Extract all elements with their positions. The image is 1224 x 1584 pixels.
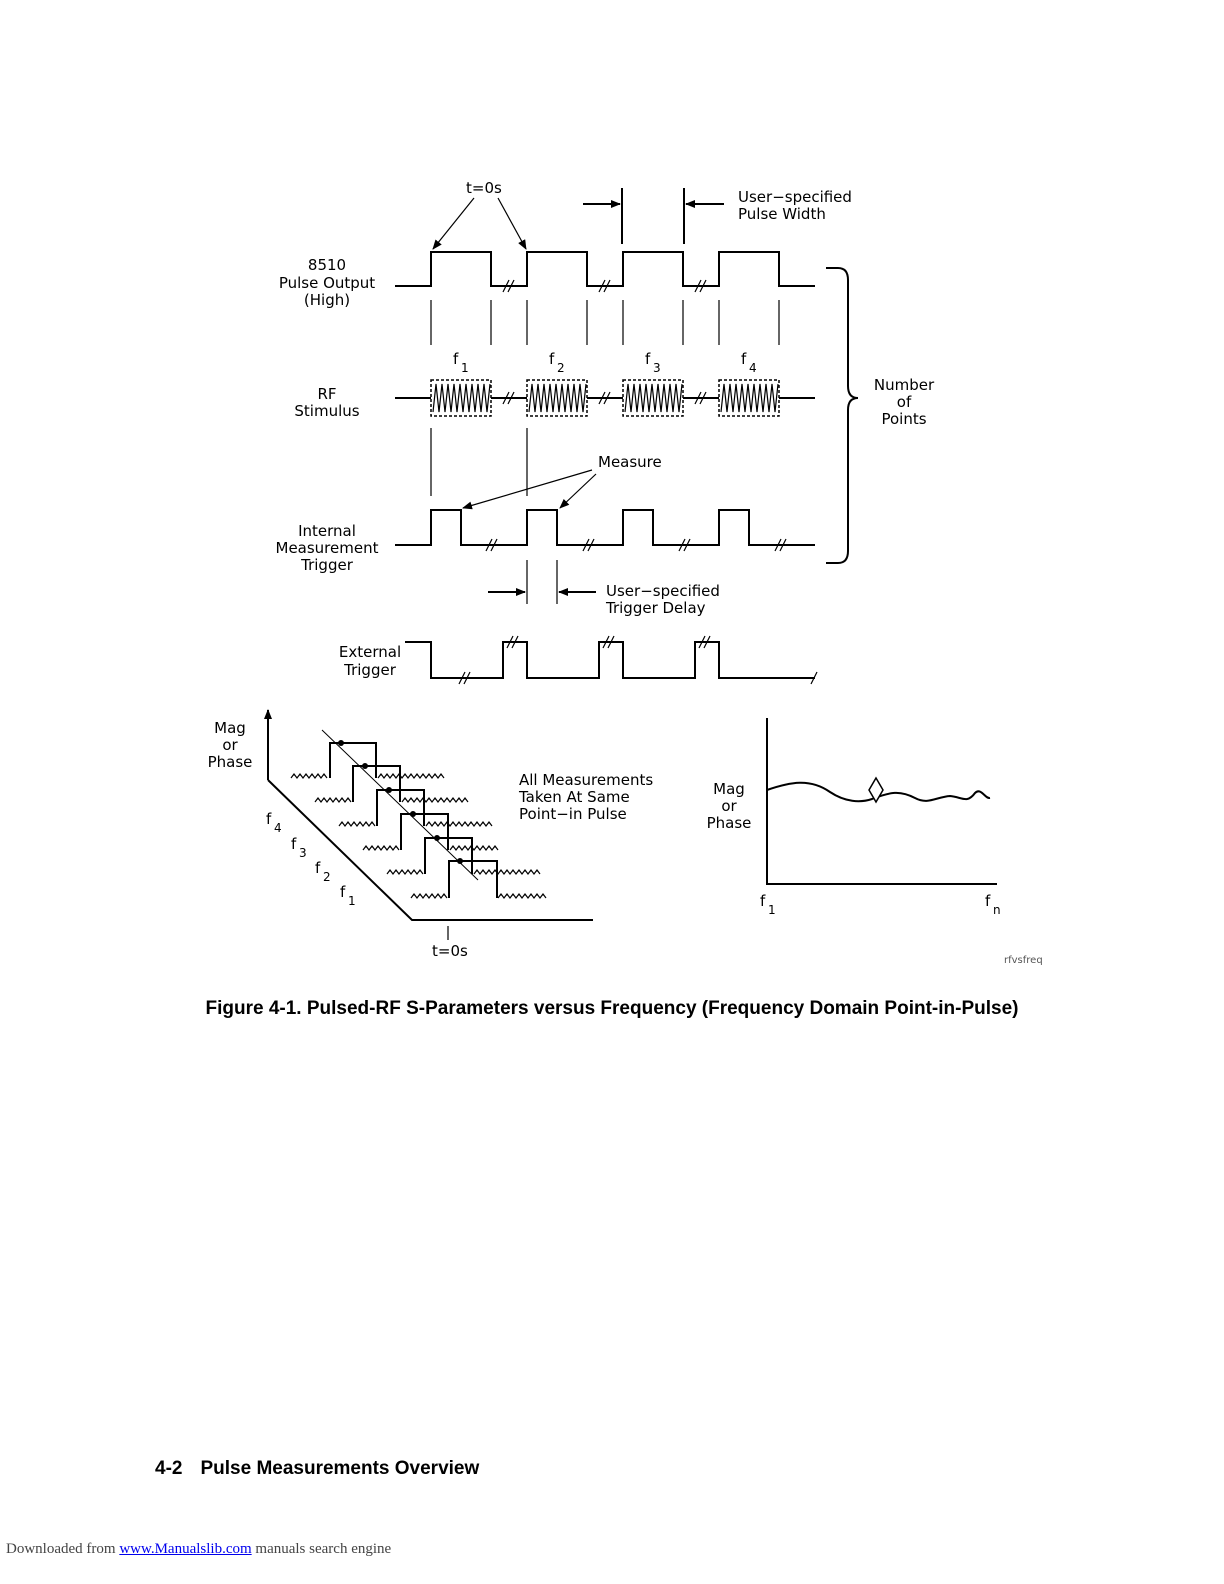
internal-trigger-label-2: Measurement	[276, 539, 379, 557]
pulse-output-label-3: (High)	[304, 291, 350, 309]
left-plot-f1: f	[340, 883, 346, 901]
pulse-width-label-1: User−specified	[738, 188, 852, 206]
rf-stimulus-label-2: Stimulus	[294, 402, 359, 420]
measure-arrow-1	[462, 469, 593, 510]
freq-label-2: f	[549, 350, 555, 368]
freq-label-1: f	[453, 350, 459, 368]
left-plot-f4-sub: 4	[274, 821, 282, 835]
freq-label-4: f	[741, 350, 747, 368]
number-of-points-label-2: of	[897, 393, 912, 411]
left-plot-f2: f	[315, 859, 321, 877]
figure-caption: Figure 4-1. Pulsed-RF S-Parameters versu…	[205, 998, 1019, 1019]
left-plot-f3: f	[291, 835, 297, 853]
download-note: Downloaded from www.Manualslib.com manua…	[6, 1541, 391, 1558]
t0-label-bottom: t=0s	[432, 942, 468, 960]
freq-label-3: f	[645, 350, 651, 368]
internal-trigger-label-3: Trigger	[300, 556, 354, 574]
measure-arrow-2	[559, 473, 597, 509]
number-of-points-brace	[826, 267, 859, 564]
left-plot-f1-sub: 1	[348, 894, 356, 908]
right-plot-f1-label: f	[760, 892, 766, 910]
rf-stimulus-waveform	[395, 379, 815, 417]
internal-trigger-waveform	[395, 509, 815, 546]
rf-stimulus-label-1: RF	[317, 385, 336, 403]
left-plot-staircase	[290, 729, 547, 899]
number-of-points-label-3: Points	[881, 410, 926, 428]
left-plot-f2-sub: 2	[323, 870, 331, 884]
right-plot-fn-label: f	[985, 892, 991, 910]
same-point-label-2: Taken At Same	[518, 788, 630, 806]
download-suffix: manuals search engine	[251, 1541, 392, 1557]
left-plot-f4: f	[266, 810, 272, 828]
guide-lines	[430, 300, 780, 604]
left-plot-mag-label-1: Mag	[214, 719, 246, 737]
right-plot-mag-label-2: or	[721, 797, 737, 815]
right-plot-trace	[766, 781, 991, 803]
external-trigger-label-2: Trigger	[343, 661, 397, 679]
trigger-delay-label-2: Trigger Delay	[605, 599, 706, 617]
left-plot-f3-sub: 3	[299, 846, 307, 860]
right-plot-marker	[868, 776, 884, 804]
measure-label: Measure	[598, 453, 662, 471]
pulse-output-waveform	[395, 251, 815, 287]
pulse-output-label-2: Pulse Output	[279, 274, 375, 292]
number-of-points-label-1: Number	[874, 376, 935, 394]
t0-label-top: t=0s	[466, 179, 502, 197]
external-trigger-label-1: External	[339, 643, 401, 661]
right-plot-mag-label-1: Mag	[713, 780, 745, 798]
same-point-label-3: Point−in Pulse	[519, 805, 627, 823]
download-prefix: Downloaded from	[6, 1541, 120, 1557]
right-plot-mag-label-3: Phase	[707, 814, 752, 832]
freq-sub-3: 3	[653, 361, 661, 375]
external-trigger-waveform	[405, 641, 815, 679]
trigger-delay-label-1: User−specified	[606, 582, 720, 600]
freq-sub-2: 2	[557, 361, 565, 375]
freq-sub-4: 4	[749, 361, 757, 375]
t0-arrow-1	[432, 197, 475, 250]
left-plot-base-axes	[267, 779, 593, 921]
left-plot-mag-label-2: or	[222, 736, 238, 754]
section-title: Pulse Measurements Overview	[200, 1458, 480, 1479]
t0-arrow-2	[497, 197, 527, 250]
pulse-output-breaks	[502, 279, 707, 293]
same-point-label-1: All Measurements	[519, 771, 653, 789]
file-tag: rfvsfreq	[1004, 955, 1043, 966]
internal-trigger-label-1: Internal	[298, 522, 356, 540]
external-trigger-breaks	[458, 635, 818, 685]
pulse-output-label-1: 8510	[308, 256, 346, 274]
right-plot-fn-sub: n	[993, 903, 1001, 917]
page-footer: 4-2 Pulse Measurements Overview	[155, 1458, 497, 1480]
left-plot-mag-label-3: Phase	[208, 753, 253, 771]
right-plot-axes	[766, 718, 997, 885]
freq-sub-1: 1	[461, 361, 469, 375]
internal-trigger-breaks	[485, 538, 787, 552]
right-plot-f1-sub: 1	[768, 903, 776, 917]
page-number: 4-2	[155, 1458, 183, 1479]
manualslib-link[interactable]: www.Manualslib.com	[119, 1541, 252, 1557]
pulse-width-label-2: Pulse Width	[738, 205, 826, 223]
